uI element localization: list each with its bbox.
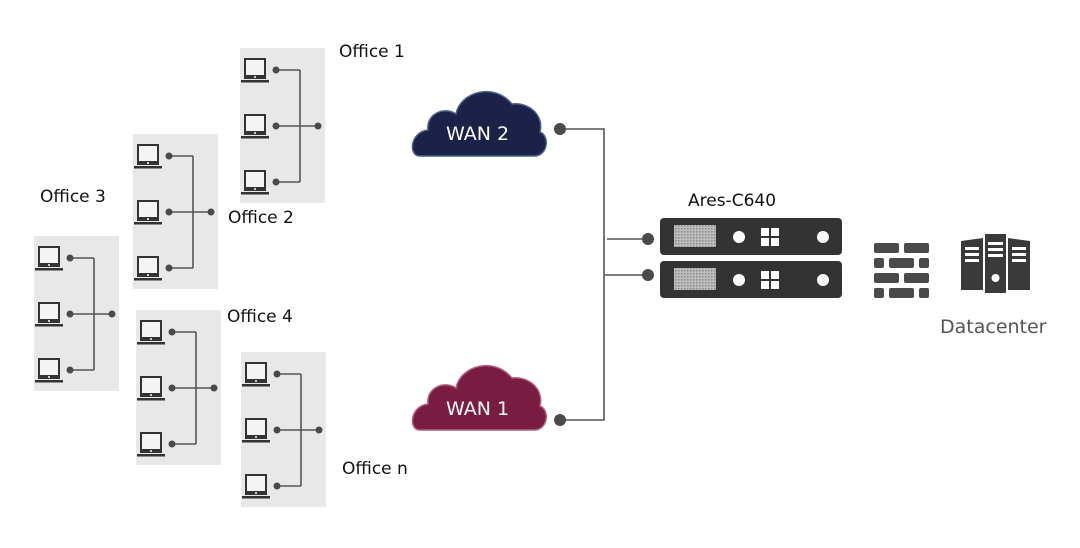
office-uplink-port: [207, 208, 215, 216]
office-uplink-port: [314, 122, 322, 130]
office-label-2: Office 2: [228, 208, 294, 228]
laptop-icon: [35, 302, 63, 327]
office-n-group: [241, 352, 326, 507]
led-indicator: [733, 231, 745, 243]
office-label-n: Office n: [342, 459, 408, 479]
ports-icon: [761, 228, 779, 246]
office-4-group: [136, 310, 221, 465]
appliance-unit: [660, 261, 842, 298]
laptop-icon: [134, 200, 162, 225]
device-port: [168, 440, 176, 448]
power-indicator: [817, 274, 829, 286]
appliance-unit: [660, 218, 842, 255]
laptop-icon: [137, 432, 165, 457]
laptop-icon: [35, 358, 63, 383]
appliance-label: Ares-C640: [688, 191, 776, 211]
office-label-1: Office 1: [339, 42, 405, 62]
device-port: [66, 366, 74, 374]
laptop-icon: [241, 170, 269, 195]
firewall-icon: [874, 243, 929, 298]
device-port: [66, 254, 74, 262]
device-port: [272, 178, 280, 186]
power-indicator: [817, 231, 829, 243]
laptop-icon: [241, 114, 269, 139]
ports-icon: [761, 271, 779, 289]
laptop-icon: [134, 256, 162, 281]
laptop-icon: [134, 144, 162, 169]
appliance-port-2: [642, 269, 654, 281]
device-port: [165, 264, 173, 272]
office-1-group: [240, 48, 325, 203]
laptop-icon: [35, 246, 63, 271]
vent-grille: [674, 225, 716, 247]
wan-1-label: WAN 1: [446, 398, 509, 420]
appliance-port-1: [642, 233, 654, 245]
wan-wiring: [560, 128, 647, 421]
laptop-icon: [241, 58, 269, 83]
wan-1-cloud: WAN 1: [411, 364, 547, 431]
laptop-icon: [242, 362, 270, 387]
led-indicator: [733, 274, 745, 286]
device-port: [273, 426, 281, 434]
wan-2-cloud: WAN 2: [411, 90, 547, 157]
device-port: [272, 66, 280, 74]
device-port: [168, 328, 176, 336]
laptop-icon: [137, 376, 165, 401]
device-port: [165, 208, 173, 216]
device-port: [165, 152, 173, 160]
laptop-icon: [137, 320, 165, 345]
laptop-icon: [242, 418, 270, 443]
appliance-ares-c640: [660, 218, 842, 298]
office-label-4: Office 4: [227, 307, 293, 327]
device-port: [272, 122, 280, 130]
office-3-group: [34, 236, 119, 391]
device-port: [273, 482, 281, 490]
wan-2-port: [554, 123, 566, 135]
device-port: [273, 370, 281, 378]
vent-grille: [674, 268, 716, 290]
cloud-icon: [411, 90, 547, 157]
device-port: [168, 384, 176, 392]
office-uplink-port: [315, 426, 323, 434]
office-uplink-port: [210, 384, 218, 392]
office-label-3: Office 3: [40, 187, 106, 207]
datacenter-label: Datacenter: [940, 316, 1047, 338]
server-rack-icon: [961, 234, 1030, 293]
office-uplink-port: [108, 310, 116, 318]
wan-2-label: WAN 2: [446, 123, 509, 145]
device-port: [66, 310, 74, 318]
offices-group: [34, 48, 326, 507]
wan-2-link: [560, 128, 605, 421]
cloud-icon: [411, 364, 547, 431]
wan-1-port: [554, 414, 566, 426]
laptop-icon: [242, 474, 270, 499]
office-2-group: [133, 134, 218, 289]
